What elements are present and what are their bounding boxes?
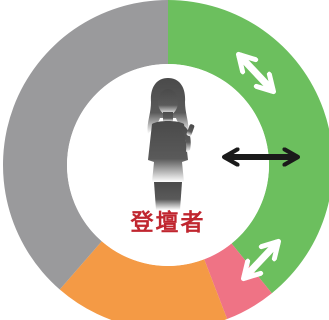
woman-speaker-silhouette-icon (147, 78, 195, 210)
pink-segment (204, 243, 272, 320)
orange-segment (59, 241, 228, 320)
gray-segment (3, 0, 168, 290)
ring (3, 0, 329, 320)
upper-diagonal-double-arrow-icon (240, 56, 272, 90)
speaker-label: 登壇者 (130, 209, 206, 236)
green-segment (168, 0, 329, 294)
lower-diagonal-double-arrow-icon (245, 243, 277, 277)
